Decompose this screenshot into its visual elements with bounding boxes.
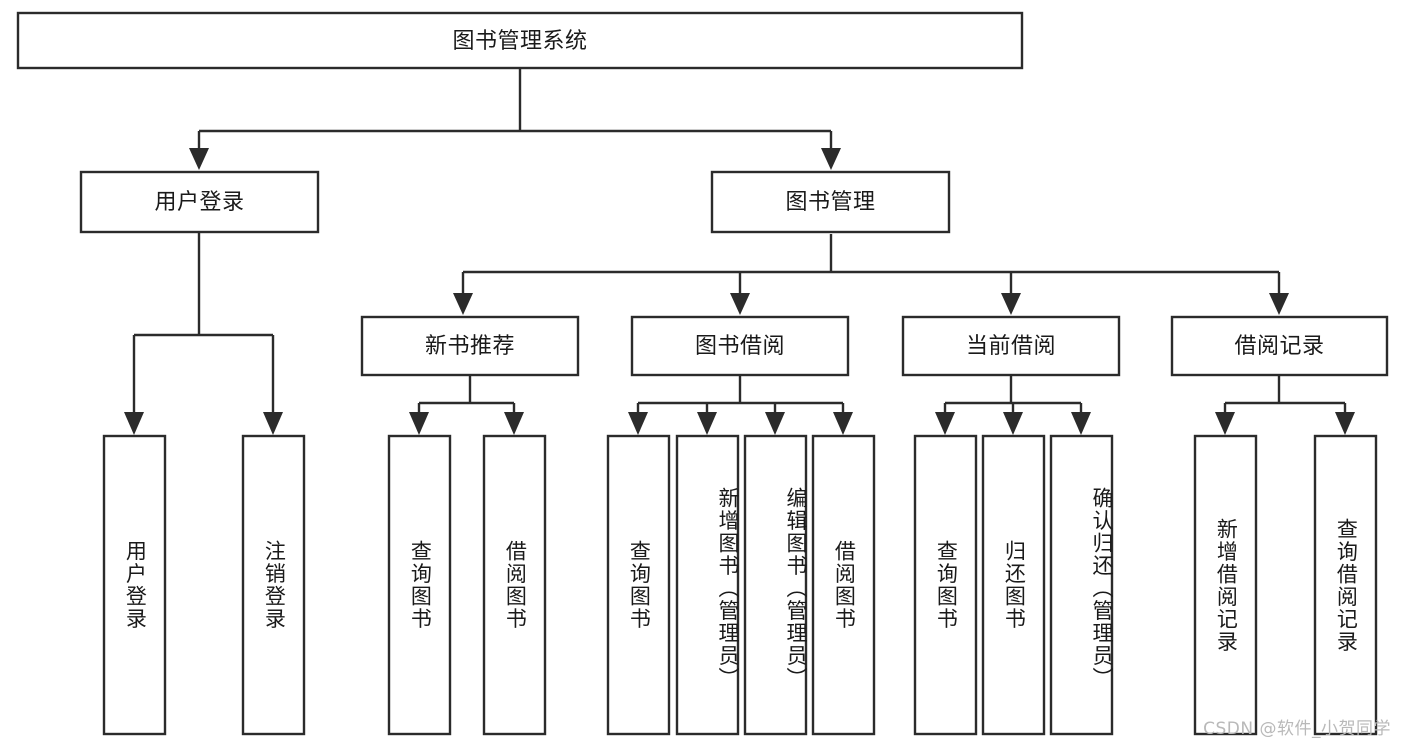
arrow-current-leaf-2 — [1003, 412, 1023, 435]
node-leaf-query-borrow-record[interactable] — [1313, 434, 1378, 736]
arrow-user-login-leaf-1 — [124, 412, 144, 435]
node-book-borrow[interactable] — [630, 315, 850, 377]
node-book-management[interactable] — [710, 170, 951, 234]
node-leaf-query-book-recommend[interactable] — [387, 434, 452, 736]
node-leaf-user-login[interactable] — [102, 434, 167, 736]
arrow-record-leaf-2 — [1335, 412, 1355, 435]
node-leaf-logout-login[interactable] — [241, 434, 306, 736]
node-leaf-add-borrow-record[interactable] — [1193, 434, 1258, 736]
arrow-to-new-book-recommend — [453, 293, 473, 315]
node-leaf-query-book-borrow[interactable] — [606, 434, 671, 736]
arrow-root-to-user-login — [189, 148, 209, 170]
csdn-watermark: CSDN @软件_小贺同学 — [1203, 719, 1391, 739]
node-user-login-label: 用户登录 — [154, 190, 244, 215]
node-book-management-label: 图书管理 — [785, 190, 875, 215]
arrow-to-current-borrow — [1001, 293, 1021, 315]
arrow-recommend-leaf-1 — [409, 412, 429, 435]
node-root-label: 图书管理系统 — [452, 29, 587, 54]
arrow-borrow-leaf-2 — [697, 412, 717, 435]
arrow-borrow-leaf-3 — [765, 412, 785, 435]
node-book-borrow-label: 图书借阅 — [695, 334, 785, 359]
node-leaf-return-book[interactable] — [981, 434, 1046, 736]
node-leaf-query-book-current[interactable] — [913, 434, 978, 736]
arrow-current-leaf-1 — [935, 412, 955, 435]
node-leaf-edit-book-admin[interactable] — [743, 434, 808, 736]
arrow-record-leaf-1 — [1215, 412, 1235, 435]
node-leaf-borrow-book-recommend[interactable] — [482, 434, 547, 736]
arrow-user-login-leaf-2 — [263, 412, 283, 435]
arrow-borrow-leaf-4 — [833, 412, 853, 435]
node-layer: 图书管理系统 用户登录 图书管理 新书推荐 图书借阅 当前借阅 借阅记录 — [16, 11, 1389, 736]
arrow-current-leaf-3 — [1071, 412, 1091, 435]
arrow-to-borrow-record — [1269, 293, 1289, 315]
arrow-root-to-book-mgmt — [821, 148, 841, 170]
node-new-book-recommend-label: 新书推荐 — [425, 334, 515, 359]
node-current-borrow-label: 当前借阅 — [966, 334, 1056, 359]
arrow-borrow-leaf-1 — [628, 412, 648, 435]
node-leaf-confirm-return-admin[interactable] — [1049, 434, 1114, 736]
node-root-book-management-system[interactable] — [16, 11, 1024, 70]
arrow-recommend-leaf-2 — [504, 412, 524, 435]
node-leaf-borrow-book[interactable] — [811, 434, 876, 736]
arrow-to-book-borrow — [730, 293, 750, 315]
node-new-book-recommend[interactable] — [360, 315, 580, 377]
node-borrow-record[interactable] — [1170, 315, 1389, 377]
node-current-borrow[interactable] — [901, 315, 1121, 377]
node-borrow-record-label: 借阅记录 — [1234, 334, 1324, 359]
node-user-login[interactable] — [79, 170, 320, 234]
node-leaf-add-book-admin[interactable] — [675, 434, 740, 736]
connector-layer — [124, 69, 1355, 435]
